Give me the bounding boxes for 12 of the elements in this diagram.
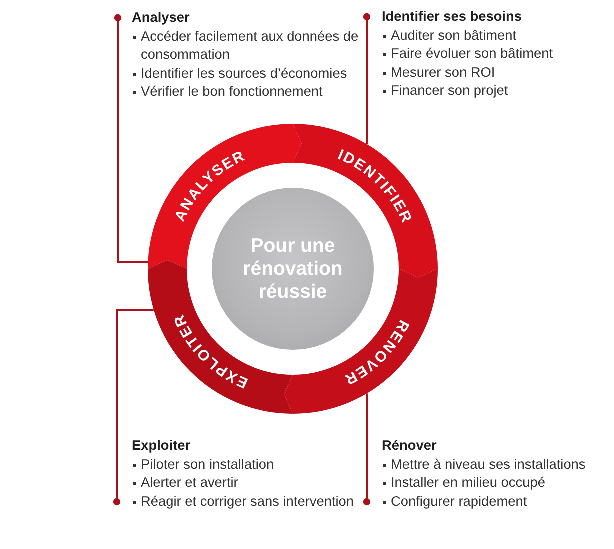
leader-line bbox=[363, 13, 371, 144]
block-heading: Exploiter bbox=[132, 437, 191, 455]
leader-line bbox=[114, 14, 148, 263]
bullet-item: Financer son projet bbox=[382, 82, 508, 100]
leader-line bbox=[113, 309, 154, 506]
block-heading: Identifier ses besoins bbox=[382, 8, 522, 26]
block-heading: Rénover bbox=[382, 437, 437, 455]
bullet-item: Réagir et corriger sans intervention bbox=[132, 492, 354, 511]
center-text: Pour une rénovation réussie bbox=[242, 234, 344, 304]
leader-line bbox=[363, 394, 371, 506]
block-heading: Analyser bbox=[132, 9, 190, 27]
bullet-item: Installer en milieu occupé bbox=[382, 474, 546, 492]
